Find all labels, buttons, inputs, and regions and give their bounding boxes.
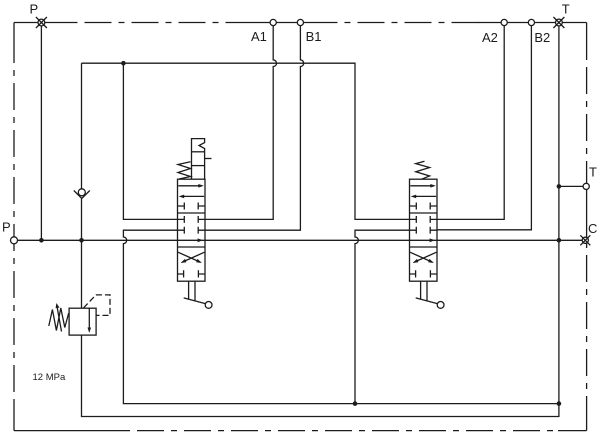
svg-text:C: C [588, 221, 597, 236]
svg-text:B1: B1 [306, 29, 322, 44]
svg-text:T: T [562, 2, 570, 17]
svg-text:A2: A2 [482, 30, 498, 45]
svg-text:T: T [589, 165, 597, 180]
svg-text:A1: A1 [251, 29, 267, 44]
svg-text:12 MPa: 12 MPa [33, 372, 66, 383]
svg-text:P: P [30, 2, 39, 17]
svg-text:B2: B2 [534, 30, 550, 45]
svg-text:P: P [2, 220, 11, 235]
